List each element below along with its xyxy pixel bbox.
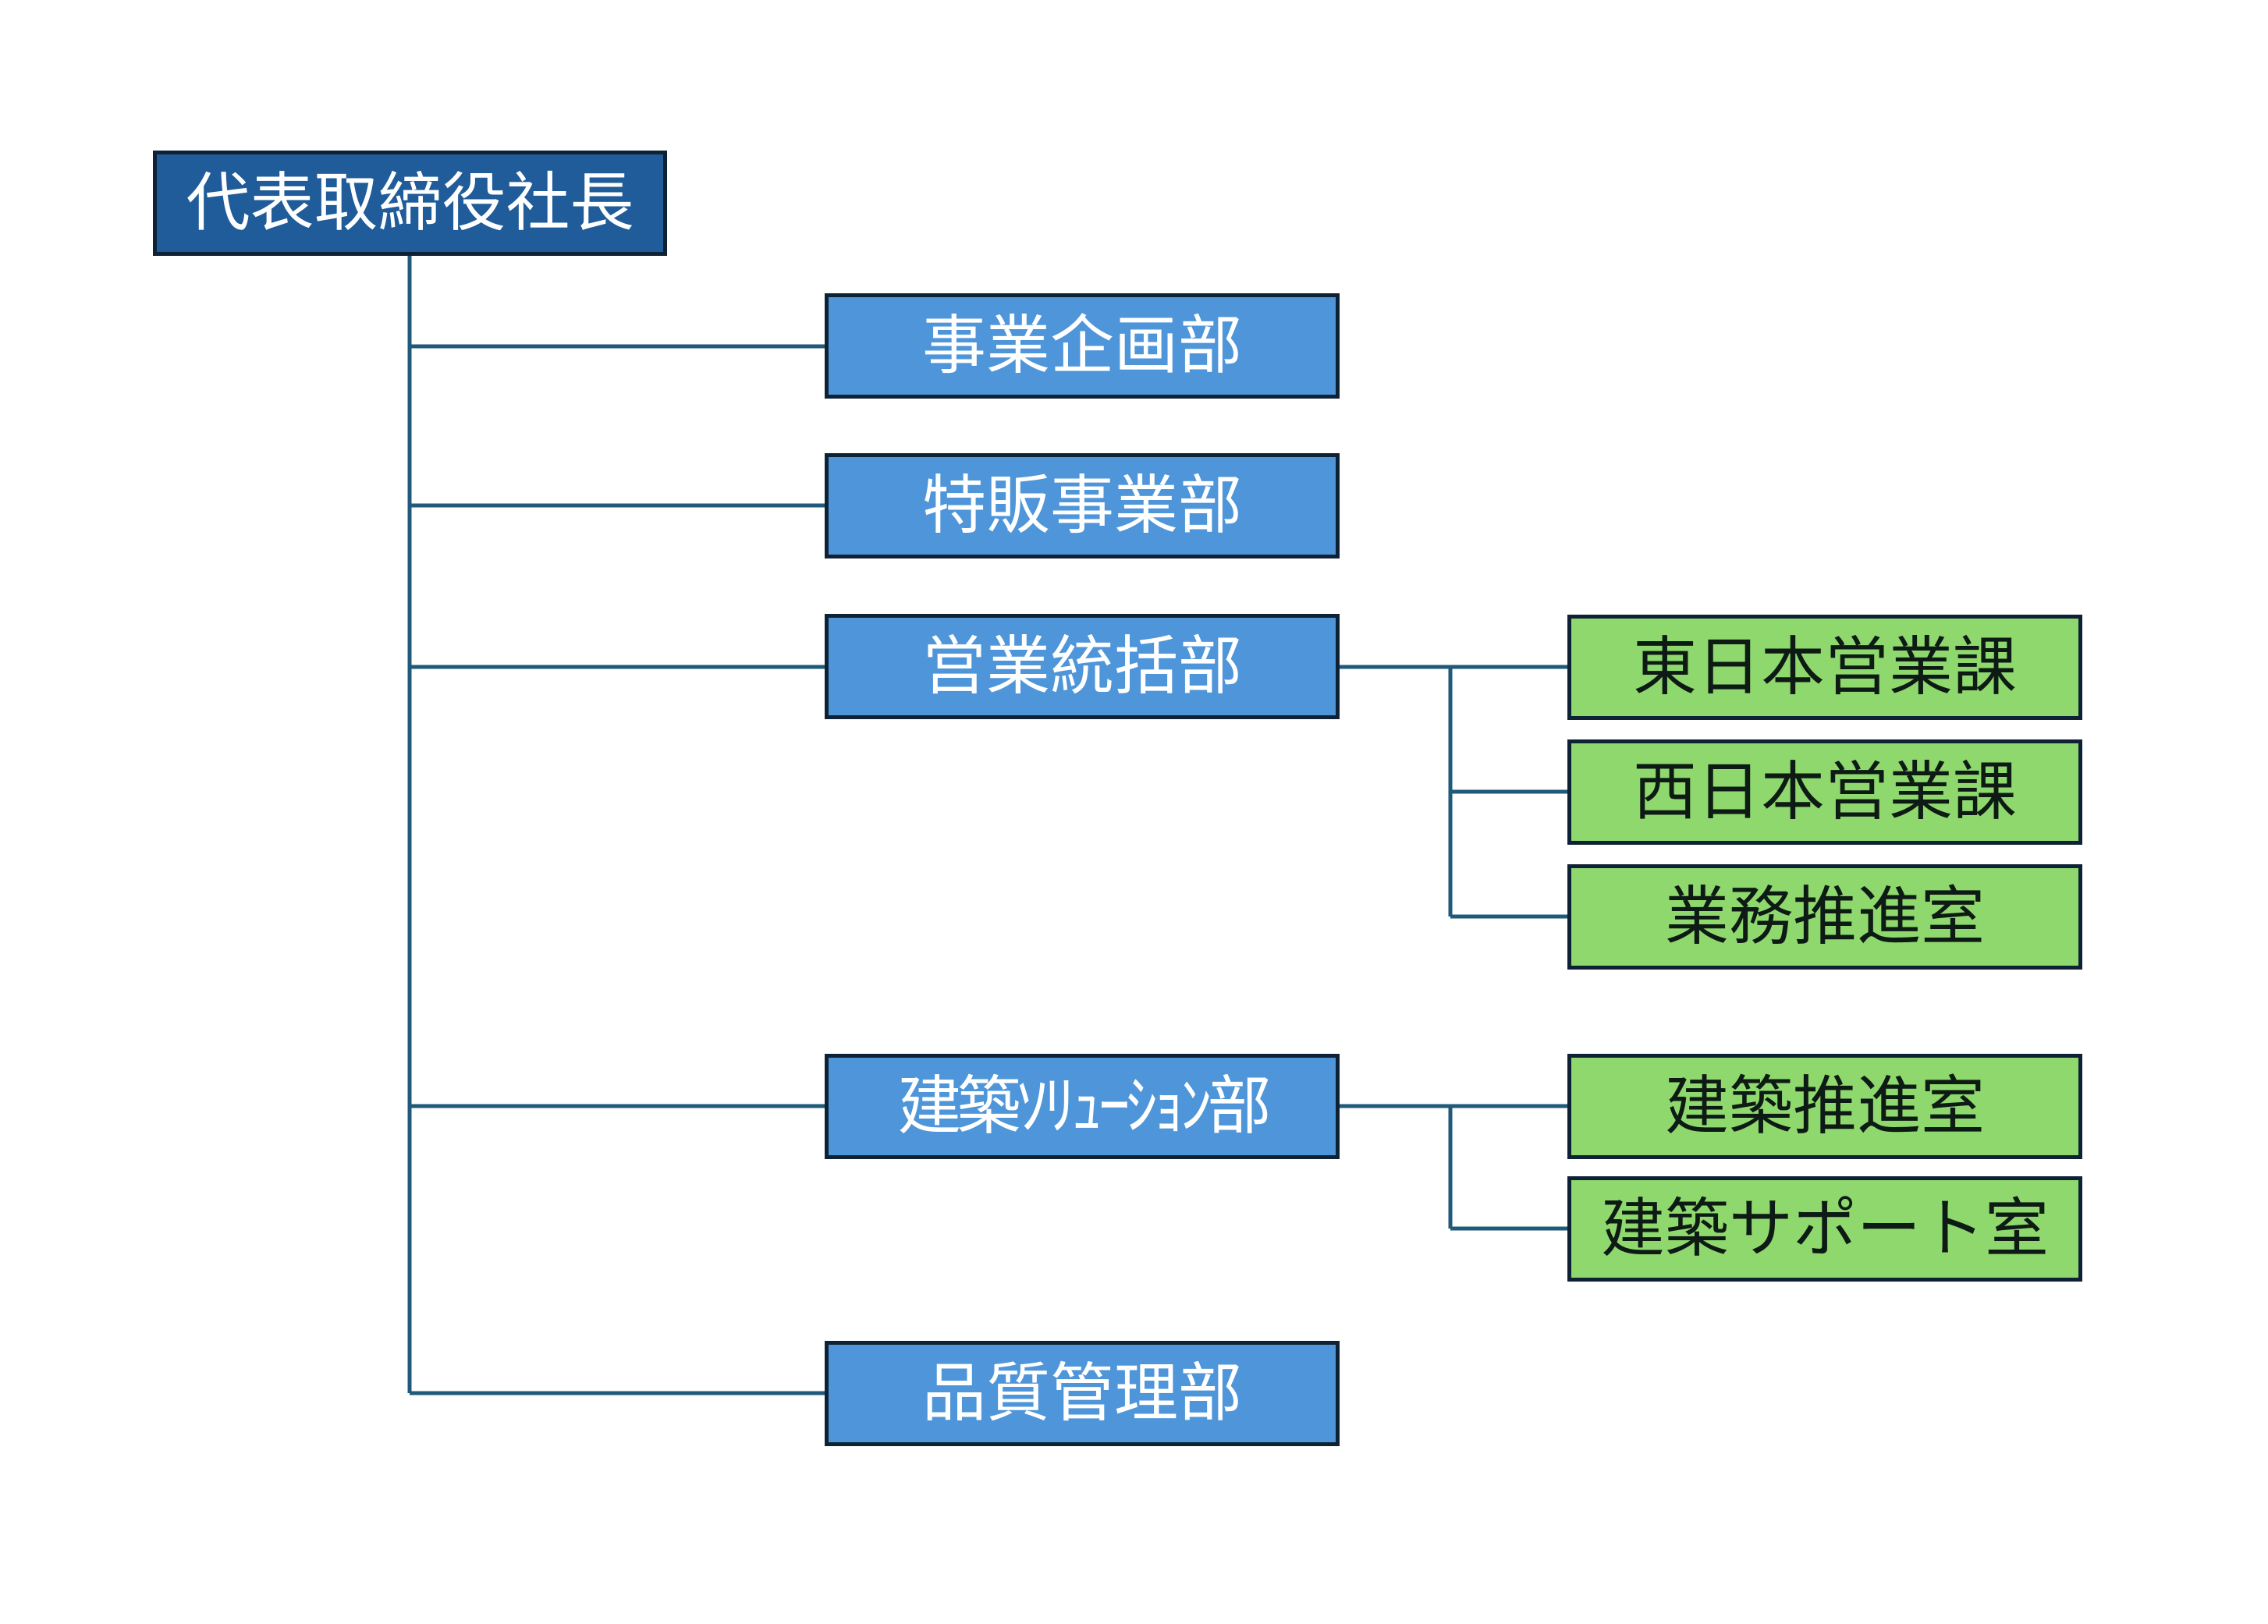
node-business-planning-label: 事業企画部 xyxy=(921,308,1242,383)
node-building-support: 建築サポート室 xyxy=(1567,1176,2082,1282)
node-sales-management-label: 営業統括部 xyxy=(921,629,1242,704)
node-quality-control: 品質管理部 xyxy=(825,1341,1340,1446)
node-west-japan-sales-label: 西日本営業課 xyxy=(1632,754,2017,829)
node-building-solutions-label: 建築ｿﾘｭｰｼｮﾝ部 xyxy=(897,1069,1271,1144)
node-building-support-label: 建築サポート室 xyxy=(1600,1191,2049,1266)
node-business-promotion-label: 業務推進室 xyxy=(1664,879,1985,954)
node-special-sales: 特販事業部 xyxy=(825,453,1340,558)
node-ceo: 代表取締役社長 xyxy=(153,151,667,256)
node-building-solutions: 建築ｿﾘｭｰｼｮﾝ部 xyxy=(825,1054,1340,1159)
node-east-japan-sales-label: 東日本営業課 xyxy=(1632,629,2017,704)
node-building-promotion: 建築推進室 xyxy=(1567,1054,2082,1159)
node-quality-control-label: 品質管理部 xyxy=(921,1356,1242,1431)
node-sales-management: 営業統括部 xyxy=(825,614,1340,719)
node-special-sales-label: 特販事業部 xyxy=(921,468,1242,543)
node-business-promotion: 業務推進室 xyxy=(1567,864,2082,970)
node-building-promotion-label: 建築推進室 xyxy=(1664,1069,1985,1144)
node-east-japan-sales: 東日本営業課 xyxy=(1567,615,2082,720)
node-west-japan-sales: 西日本営業課 xyxy=(1567,739,2082,845)
node-business-planning: 事業企画部 xyxy=(825,293,1340,399)
node-ceo-label: 代表取締役社長 xyxy=(186,165,634,240)
